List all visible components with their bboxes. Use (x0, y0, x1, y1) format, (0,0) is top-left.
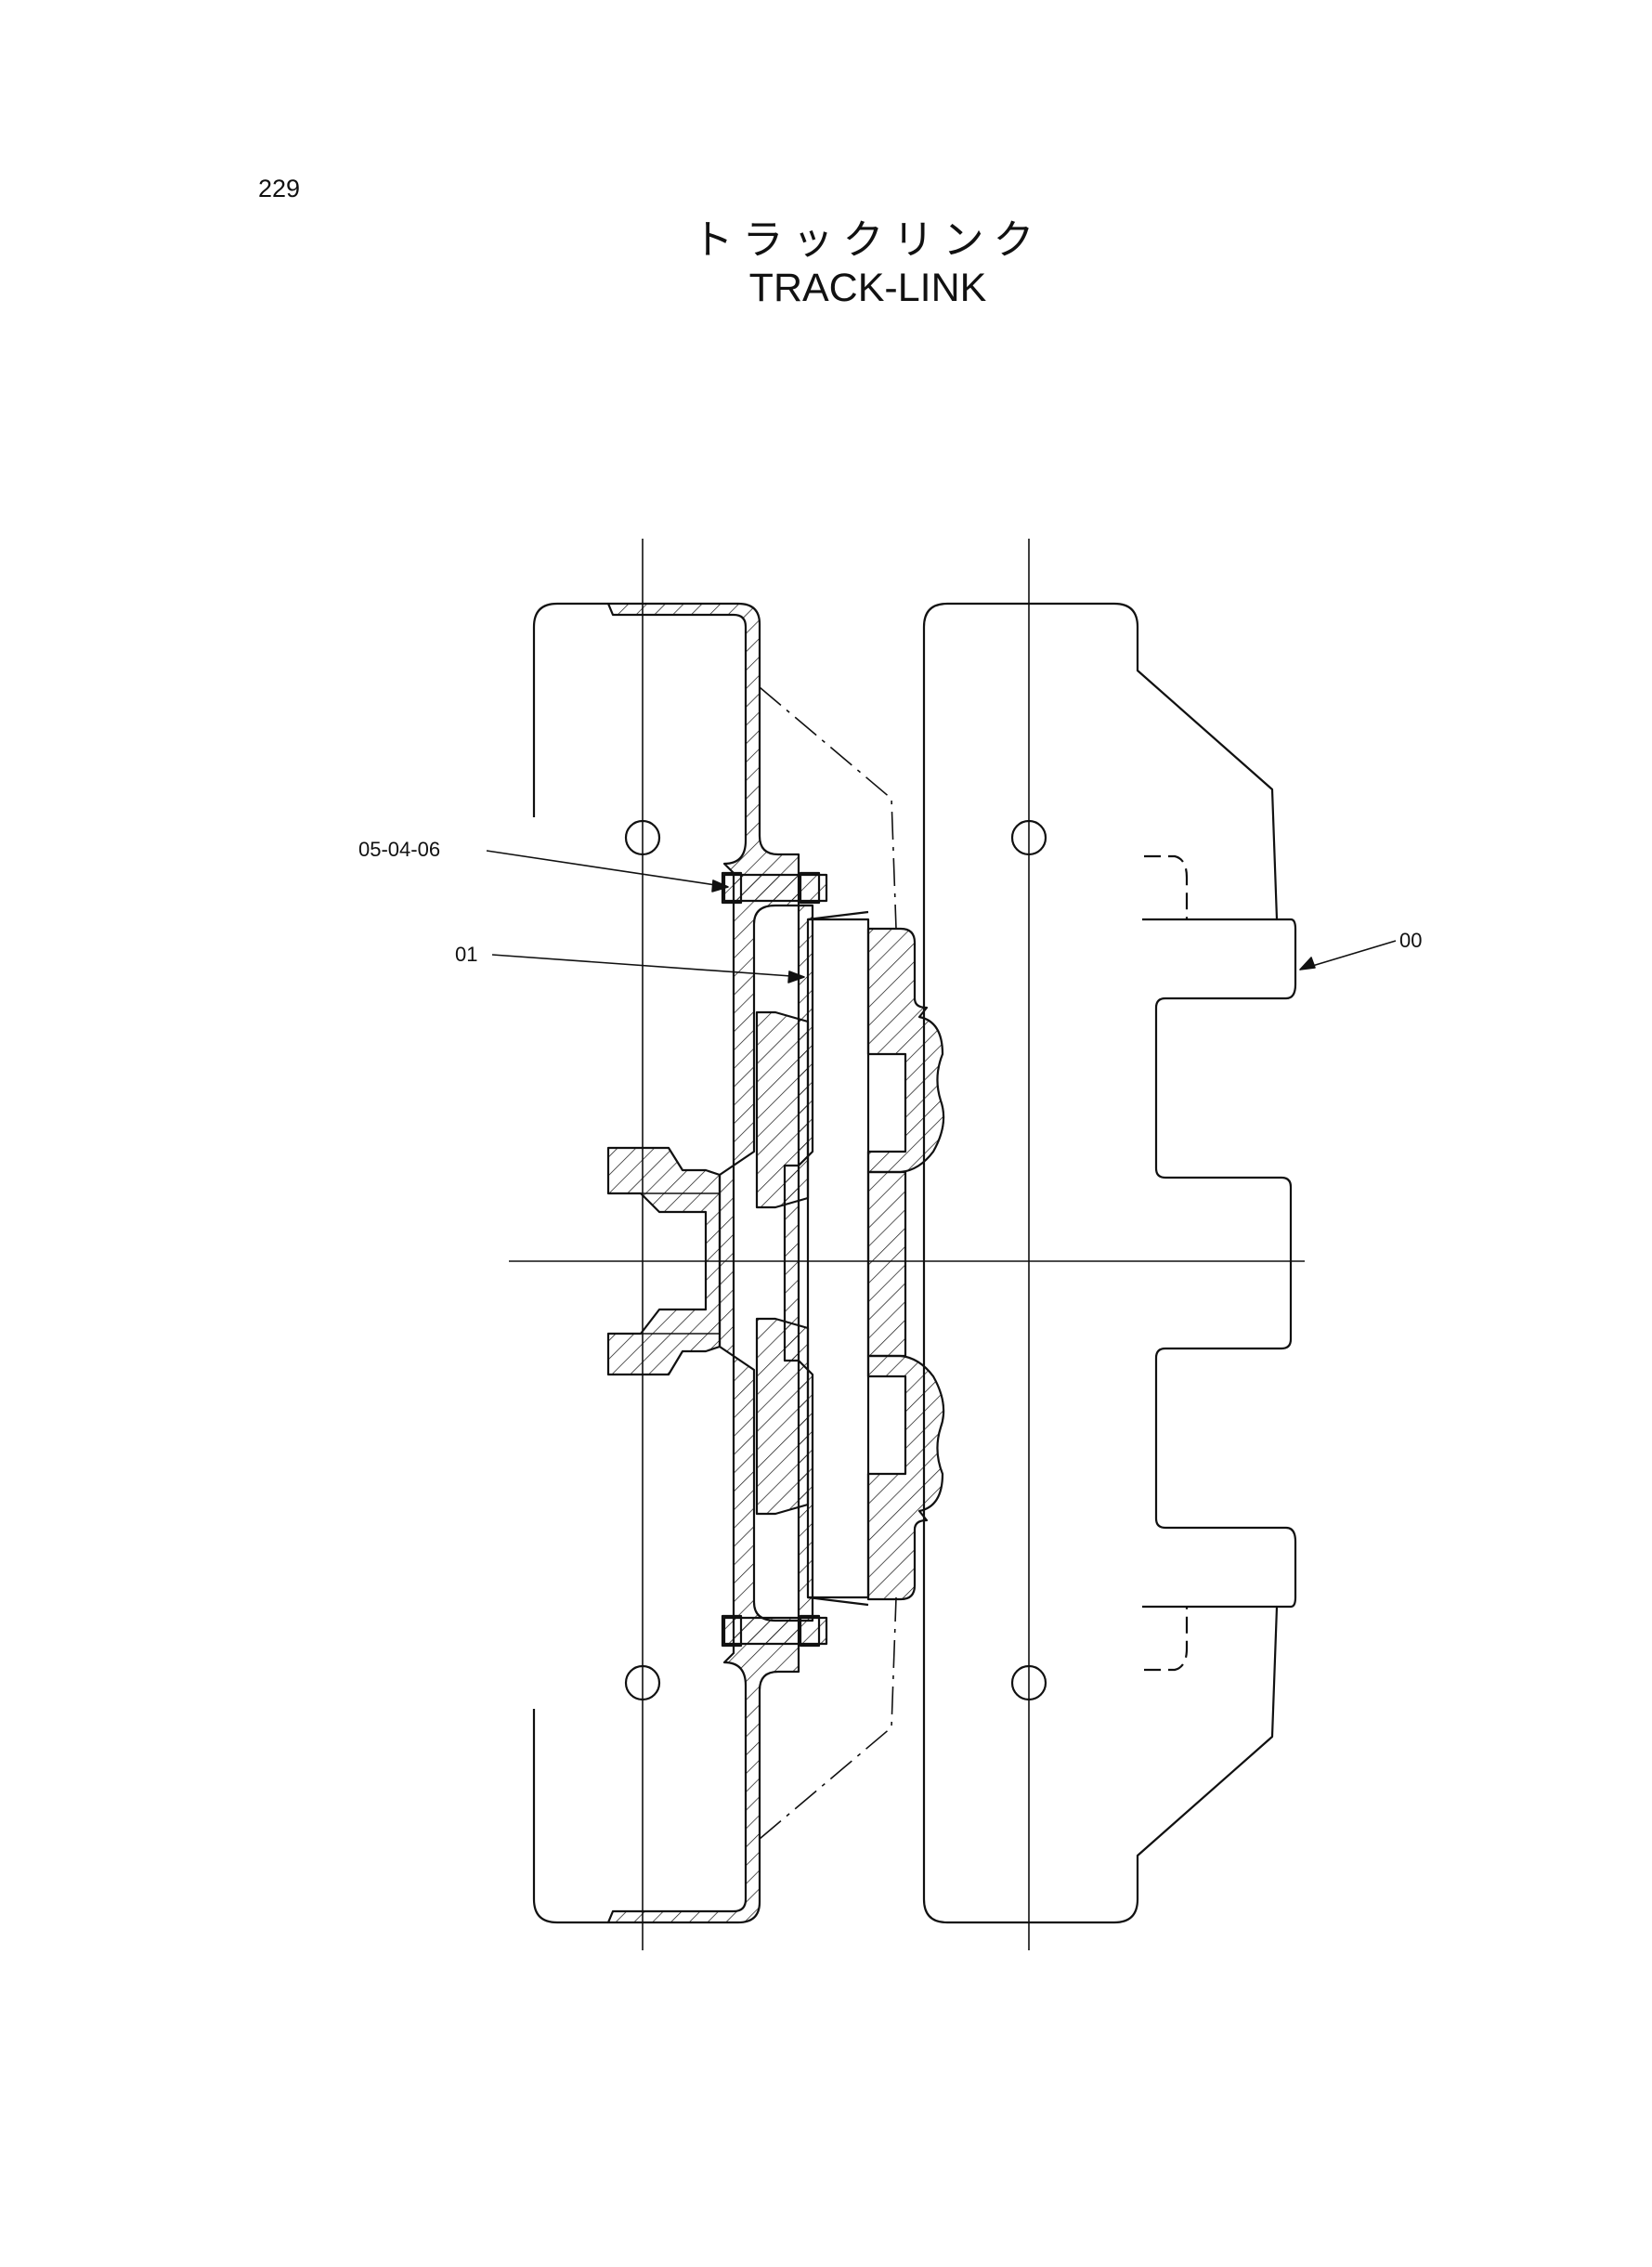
callout-link: 00 (1399, 929, 1422, 952)
callout-pin: 01 (455, 943, 477, 966)
centerlines (509, 539, 1305, 1950)
bolt-top (721, 871, 828, 905)
title-english: TRACK-LINK (748, 266, 987, 310)
phantom-lines (759, 686, 897, 1840)
title-japanese: トラックリンク (692, 216, 1044, 264)
leader-lines (486, 850, 1397, 984)
page-number: 229 (258, 175, 301, 202)
bolt-bottom (721, 1614, 828, 1648)
right-link-outline (922, 602, 1297, 1924)
callout-bolt: 05-04-06 (358, 838, 440, 861)
left-link-section (532, 602, 814, 1924)
